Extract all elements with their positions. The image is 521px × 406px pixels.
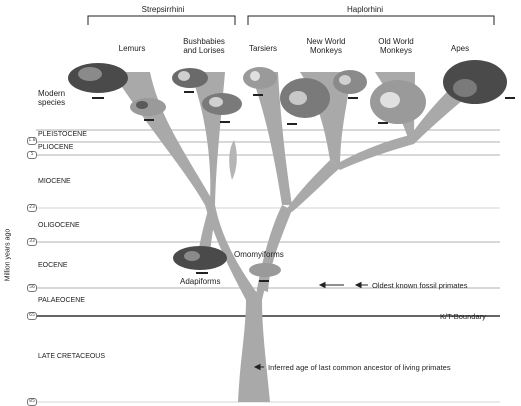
owm-skull-icon: [370, 80, 426, 124]
strepsirrhini-bracket: [88, 16, 235, 25]
annotation-inferred-ancestor: Inferred age of last common ancestor of …: [268, 363, 451, 372]
taxon-label-owm-line1: Old World: [366, 37, 426, 46]
epoch-eocene: EOCENE: [38, 262, 68, 270]
epoch-miocene: MIOCENE: [38, 178, 71, 186]
branch-stub: [229, 140, 237, 180]
epoch-palaeocene: PALAEOCENE: [38, 297, 85, 305]
taxon-label-tarsiers: Tarsiers: [243, 44, 283, 53]
taxon-label-owm-line2: Monkeys: [366, 46, 426, 55]
taxon-label-lemurs: Lemurs: [110, 44, 154, 53]
branch-anthropoids: [286, 160, 340, 212]
epoch-pleistocene: PLEISTOCENE: [38, 131, 87, 139]
modern-species-label: Modern species: [38, 89, 65, 107]
tick-label: 85: [27, 398, 37, 406]
taxon-label-nwm-line2: Monkeys: [296, 46, 356, 55]
branch-catarrhini: [335, 135, 414, 170]
epoch-late-cretaceous: LATE CRETACEOUS: [38, 353, 105, 361]
tick-label: 5: [27, 151, 37, 159]
ape-skull-icon: [443, 60, 515, 104]
y-axis-label-text: Million years ago: [5, 229, 12, 282]
adapiform-skull-icon: [173, 246, 227, 274]
fossil-label-omomyiforms: Omomyiforms: [234, 250, 284, 259]
haplorhini-bracket: [248, 16, 494, 25]
fossil-label-adapiforms: Adapiforms: [180, 277, 220, 286]
tick-label: 33: [27, 238, 37, 246]
epoch-pliocene: PLIOCENE: [38, 144, 73, 152]
annotation-arrows: [255, 283, 368, 370]
taxon-label-bushbabies: Bushbabies and Lorises: [168, 37, 240, 55]
phylogeny-tree: [112, 72, 495, 402]
annotation-oldest-fossil: Oldest known fossil primates: [372, 281, 467, 290]
tick-label: 1.8: [27, 137, 37, 145]
haplorhini-label: Haplorhini: [330, 5, 400, 14]
strepsirrhini-label: Strepsirrhini: [128, 5, 198, 14]
taxon-label-new-world-monkeys: New World Monkeys: [296, 37, 356, 55]
lemur-skull-large-icon: [68, 63, 128, 99]
modern-species-line1: Modern: [38, 89, 65, 98]
y-axis-label: Million years ago: [0, 200, 16, 310]
tick-label: 56: [27, 284, 37, 292]
epoch-oligocene: OLIGOCENE: [38, 222, 80, 230]
taxon-label-bushbabies-line1: Bushbabies: [168, 37, 240, 46]
tick-label: 23: [27, 204, 37, 212]
taxon-label-old-world-monkeys: Old World Monkeys: [366, 37, 426, 55]
taxon-label-bushbabies-line2: and Lorises: [168, 46, 240, 55]
taxon-label-nwm-line1: New World: [296, 37, 356, 46]
taxon-label-apes: Apes: [440, 44, 480, 53]
annotation-kt-boundary: K/T-Boundary: [440, 312, 486, 321]
tick-label: 65: [27, 312, 37, 320]
modern-species-line2: species: [38, 98, 65, 107]
